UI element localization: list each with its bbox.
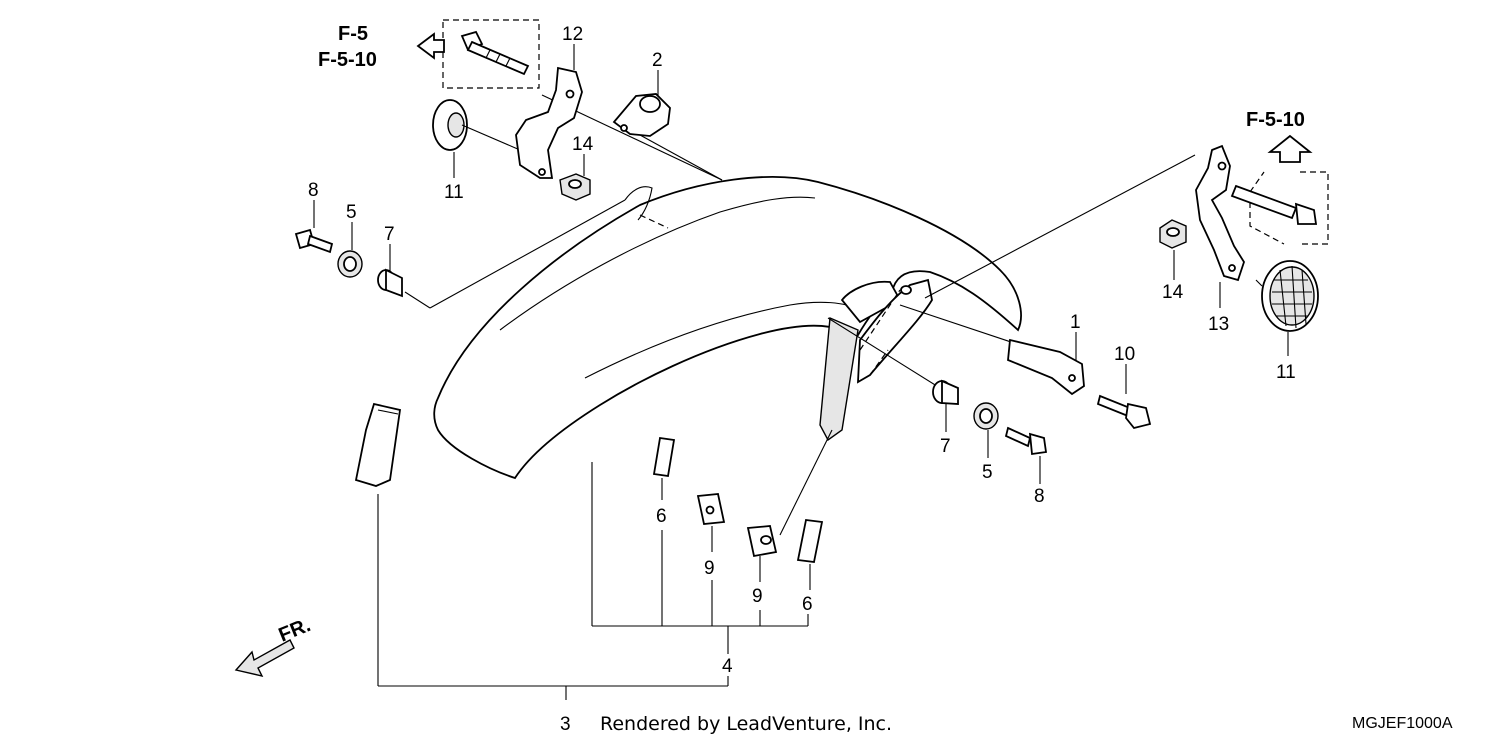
callout-12: 12 — [562, 24, 583, 45]
front-arrow-icon — [234, 639, 295, 678]
callout-4: 4 — [722, 656, 733, 677]
ref-left-line1: F-5 — [338, 23, 368, 45]
decals-and-clips — [354, 402, 824, 563]
callout-6-left: 6 — [656, 506, 667, 527]
callout-2: 2 — [652, 50, 663, 71]
left-mount-group — [432, 19, 671, 201]
callout-14-left: 14 — [572, 134, 594, 155]
left-nut — [559, 173, 591, 201]
callout-ticks — [313, 44, 1289, 484]
callout-8-right: 8 — [1034, 486, 1045, 507]
callout-9-right: 9 — [752, 586, 763, 607]
left-grommet — [432, 99, 521, 151]
direction-label: FR. — [276, 614, 314, 646]
callout-14-right: 14 — [1162, 282, 1184, 303]
reference-arrow-left — [416, 32, 445, 60]
right-lower-hardware — [932, 338, 1152, 456]
group-brackets — [377, 462, 811, 700]
left-bracket — [515, 66, 583, 179]
render-credit: Rendered by LeadVenture, Inc. — [600, 713, 892, 735]
reflector — [1255, 260, 1319, 332]
bolt-8-left — [294, 228, 334, 254]
bolt-10 — [1096, 394, 1152, 430]
washer-5-right — [973, 402, 999, 430]
callout-8-left: 8 — [308, 180, 319, 201]
front-fender — [433, 176, 1022, 480]
pad-6-left — [652, 436, 676, 478]
right-bolt — [1230, 184, 1318, 225]
callout-labels: 1 2 3 4 5 5 6 6 7 7 8 8 9 9 10 11 11 12 … — [308, 24, 1296, 735]
front-direction-indicator: FR. — [234, 614, 314, 678]
collar-7-right — [932, 379, 959, 405]
callout-11-left: 11 — [444, 182, 464, 203]
collar-7-left — [377, 268, 403, 298]
callout-5-right: 5 — [982, 462, 993, 483]
diagram-code: MGJEF1000A — [1352, 715, 1453, 732]
ref-right: F-5-10 — [1246, 109, 1305, 131]
callout-3: 3 — [560, 714, 571, 735]
callout-1: 1 — [1070, 312, 1081, 333]
callout-5-left: 5 — [346, 202, 357, 223]
right-nut — [1159, 219, 1187, 249]
left-bolt — [460, 30, 530, 76]
wire-clamp — [612, 93, 671, 137]
reference-arrow-up — [1267, 134, 1313, 163]
callout-9-left: 9 — [704, 558, 715, 579]
clip-9-right — [746, 525, 778, 558]
right-bracket — [1195, 144, 1245, 282]
right-mount-group — [1159, 144, 1329, 332]
callout-7-right: 7 — [940, 436, 951, 457]
callout-7-left: 7 — [384, 224, 395, 245]
leader-lines — [404, 94, 1196, 536]
left-small-hardware — [294, 228, 403, 298]
decal-3 — [354, 402, 402, 487]
callout-13: 13 — [1208, 314, 1229, 335]
callout-10: 10 — [1114, 344, 1135, 365]
clip-9-left — [696, 493, 726, 525]
bolt-8-right — [1004, 426, 1048, 456]
fork-bracket-1 — [1007, 338, 1085, 396]
ref-left-line2: F-5-10 — [318, 49, 377, 71]
pad-6-right — [796, 519, 824, 563]
washer-5-left — [337, 250, 363, 278]
callout-6-right: 6 — [802, 594, 813, 615]
callout-11-right: 11 — [1276, 362, 1296, 383]
